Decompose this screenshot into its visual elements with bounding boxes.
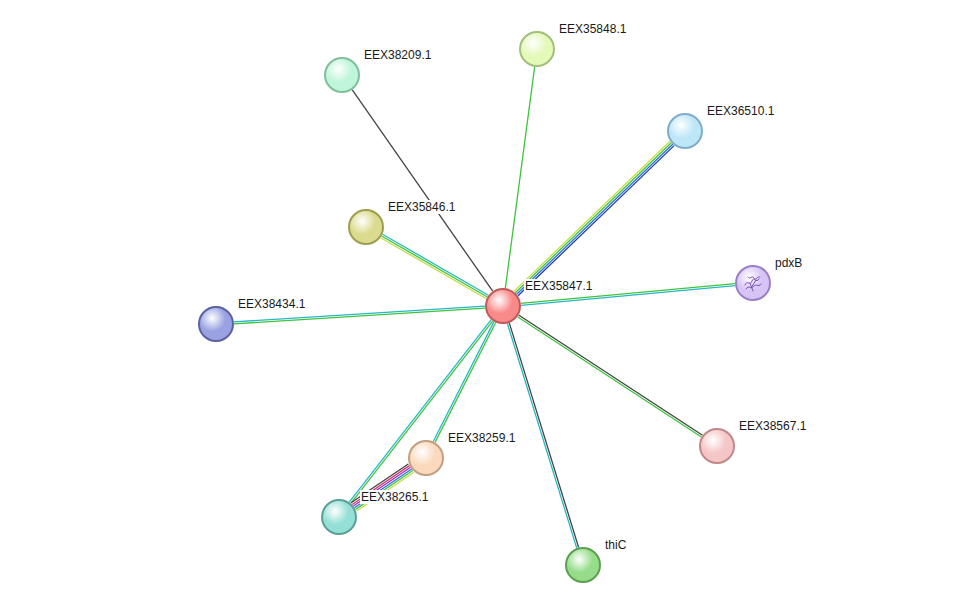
protein-node: thiC (565, 547, 601, 583)
node-label: EEX35848.1 (558, 22, 627, 36)
evidence-line (381, 238, 487, 299)
interaction-edge (505, 67, 534, 288)
evidence-line (515, 143, 671, 293)
node-label: EEX38259.1 (447, 431, 516, 445)
interaction-edge (352, 90, 492, 291)
protein-node: EEX38265.1 (321, 499, 357, 535)
protein-node: EEX36510.1 (667, 113, 703, 149)
node-label: EEX36510.1 (706, 104, 775, 118)
protein-node: EEX38259.1 (408, 440, 444, 476)
evidence-line (518, 146, 674, 296)
node-label: thiC (604, 538, 627, 552)
interaction-edge (518, 315, 703, 437)
evidence-line (505, 67, 534, 288)
evidence-line (382, 236, 488, 297)
node-label: pdxB (774, 256, 803, 270)
evidence-line (518, 317, 702, 437)
node-label: EEX35847.1 (524, 279, 593, 293)
interaction-edge (381, 234, 489, 298)
evidence-line (352, 90, 492, 291)
interaction-edge (507, 323, 578, 548)
node-label: EEX38265.1 (360, 490, 429, 504)
node-label: EEX38567.1 (738, 419, 807, 433)
protein-node: EEX35846.1 (348, 209, 384, 245)
evidence-line (517, 144, 673, 294)
interaction-edge (349, 320, 492, 504)
evidence-line (509, 323, 578, 548)
evidence-line (383, 234, 489, 295)
evidence-line (349, 320, 491, 503)
protein-node: EEX38567.1 (699, 428, 735, 464)
protein-node: EEX35847.1 (485, 288, 521, 324)
evidence-line (351, 321, 493, 504)
interaction-edge (514, 141, 674, 295)
evidence-line (507, 323, 576, 548)
protein-node: EEX35848.1 (519, 31, 555, 67)
node-label: EEX38434.1 (237, 297, 306, 311)
node-label: EEX38209.1 (363, 48, 432, 62)
evidence-line (519, 315, 703, 435)
evidence-line (514, 141, 670, 291)
node-label: EEX35846.1 (387, 200, 456, 214)
protein-node: EEX38434.1 (198, 306, 234, 342)
protein-node: EEX38209.1 (324, 57, 360, 93)
protein-node: pdxB (735, 265, 771, 301)
